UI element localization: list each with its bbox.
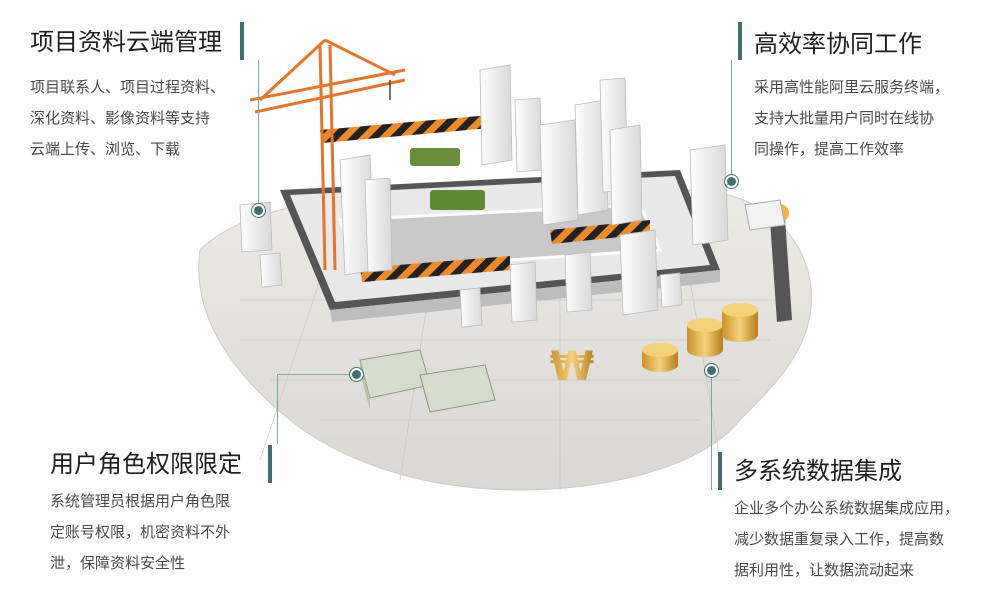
feature-desc-line: 企业多个办公系统数据集成应用， (734, 499, 960, 517)
dollar-bill-icon (359, 349, 496, 413)
feature-description: 项目联系人、项目过程资料、 深化资料、影像资料等支持 云端上传、浏览、下载 (30, 72, 225, 165)
feature-desc-line: 据利用性，让数据流动起来 (734, 561, 915, 579)
feature-desc-line: 深化资料、影像资料等支持 (30, 109, 211, 127)
accent-bar (738, 22, 742, 60)
feature-desc-line: 定账号权限，机密资料不外 (50, 523, 231, 541)
leader-dot (350, 368, 363, 381)
feature-title: 高效率协同工作 (754, 30, 922, 58)
feature-desc-line: 云端上传、浏览、下载 (30, 140, 181, 158)
feature-desc-line: 泄，保障资料安全性 (50, 554, 186, 572)
coin-stack-icon (642, 303, 758, 372)
feature-desc-line: 采用高性能阿里云服务终端， (754, 78, 950, 96)
feature-desc-line: 同操作，提高工作效率 (754, 140, 905, 158)
feature-title: 多系统数据集成 (734, 457, 902, 485)
leader-line (711, 370, 712, 490)
engineer-icon (744, 199, 792, 322)
feature-desc-line: 减少数据重复录入工作，提高数 (734, 530, 945, 548)
feature-desc-line: 项目联系人、项目过程资料、 (30, 78, 226, 96)
leader-dot (252, 204, 265, 217)
leader-line (731, 60, 732, 180)
leader-dot (705, 364, 718, 377)
leader-line (277, 374, 278, 444)
feature-description: 企业多个办公系统数据集成应用， 减少数据重复录入工作，提高数 据利用性，让数据流… (734, 493, 959, 586)
feature-desc-line: 系统管理员根据用户角色限 (50, 492, 231, 510)
feature-title: 用户角色权限限定 (50, 450, 242, 478)
feature-role-permissions: 用户角色权限限定 系统管理员根据用户角色限 定账号权限，机密资料不外 泄，保障资… (50, 448, 242, 579)
isometric-city-illustration: ₩ (198, 38, 812, 491)
feature-collaboration: 高效率协同工作 采用高性能阿里云服务终端， 支持大批量用户同时在线协 同操作，提… (754, 28, 949, 165)
accent-bar (240, 22, 244, 60)
feature-cloud-management: 项目资料云端管理 项目联系人、项目过程资料、 深化资料、影像资料等支持 云端上传… (30, 26, 225, 165)
won-sign-icon: ₩ (550, 344, 594, 390)
feature-description: 系统管理员根据用户角色限 定账号权限，机密资料不外 泄，保障资料安全性 (50, 486, 242, 579)
leader-dot (725, 175, 738, 188)
tablet-city-icon (280, 64, 720, 322)
accent-bar (718, 452, 722, 490)
leader-line (258, 60, 259, 210)
feature-description: 采用高性能阿里云服务终端， 支持大批量用户同时在线协 同操作，提高工作效率 (754, 72, 949, 165)
leader-line (277, 374, 357, 375)
crane-icon (249, 38, 406, 271)
accent-bar (268, 445, 272, 483)
svg-text:₩: ₩ (550, 344, 594, 390)
feature-data-integration: 多系统数据集成 企业多个办公系统数据集成应用， 减少数据重复录入工作，提高数 据… (734, 455, 959, 586)
feature-desc-line: 支持大批量用户同时在线协 (754, 109, 935, 127)
feature-title: 项目资料云端管理 (30, 28, 222, 56)
